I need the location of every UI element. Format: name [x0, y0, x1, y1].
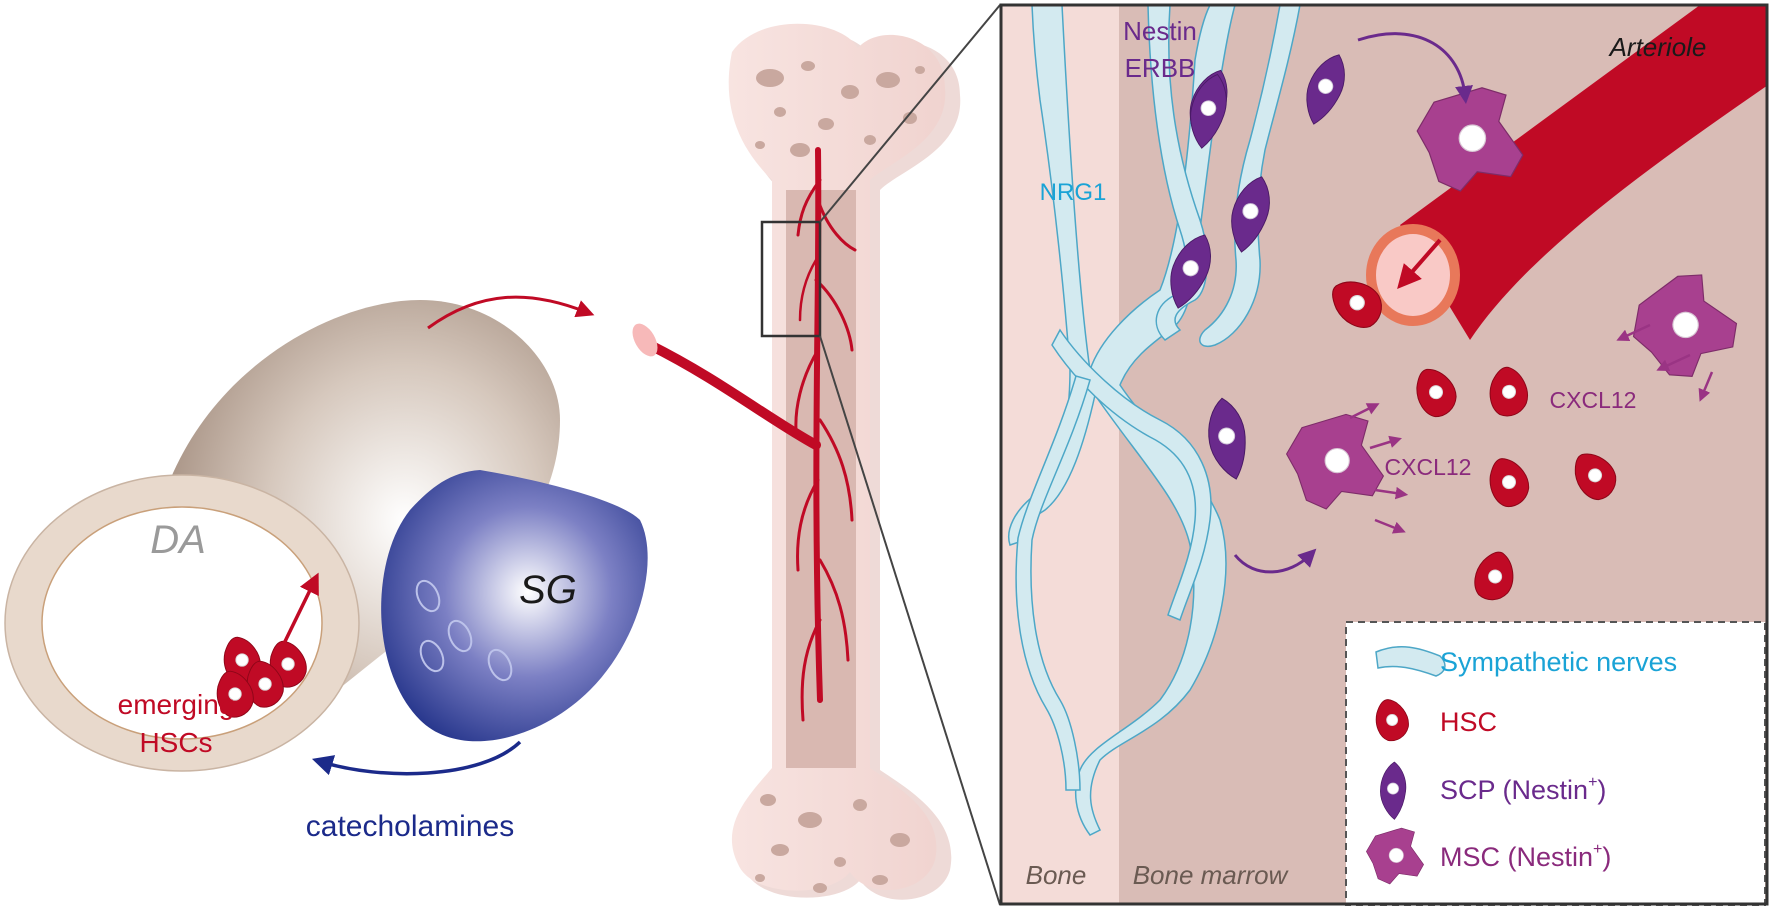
cxcl12-label-mid: CXCL12 — [1385, 454, 1472, 480]
catecholamine-arrow — [311, 740, 522, 776]
panel-border — [999, 3, 1769, 906]
legend-nerves-label: Sympathetic nerves — [1440, 647, 1677, 677]
sympathetic-ganglion — [381, 470, 648, 742]
bone-marrow-label: Bone marrow — [1133, 860, 1290, 890]
bone — [632, 4, 1001, 906]
erbb-label: ERBB — [1125, 53, 1196, 83]
emergence-arrow — [272, 572, 319, 665]
arteriole-label: Arteriole — [1608, 32, 1707, 62]
migration-arrow — [427, 295, 595, 330]
legend-hsc-label: HSC — [1440, 707, 1497, 737]
emerging-label-line1: emerging — [118, 689, 235, 720]
da-label: DA — [150, 518, 206, 562]
nestin-label: Nestin — [1123, 16, 1197, 46]
nerve-ribbon-icon — [1375, 646, 1446, 677]
legend-scp-label: SCP (Nestin+) — [1440, 774, 1606, 805]
sg-label: SG — [519, 568, 577, 612]
hsc-exit-arrow — [1397, 238, 1442, 290]
bone-label: Bone — [1026, 860, 1087, 890]
catecholamines-label: catecholamines — [306, 810, 514, 843]
dorsal-aorta — [4, 300, 560, 772]
zoom-box — [760, 220, 822, 338]
emerging-label-line2: HSCs — [139, 727, 212, 758]
legend-msc-label: MSC (Nestin+) — [1440, 841, 1611, 872]
legend — [1345, 621, 1766, 906]
nrg1-label: NRG1 — [1040, 179, 1107, 206]
cxcl12-label-top: CXCL12 — [1550, 387, 1637, 413]
